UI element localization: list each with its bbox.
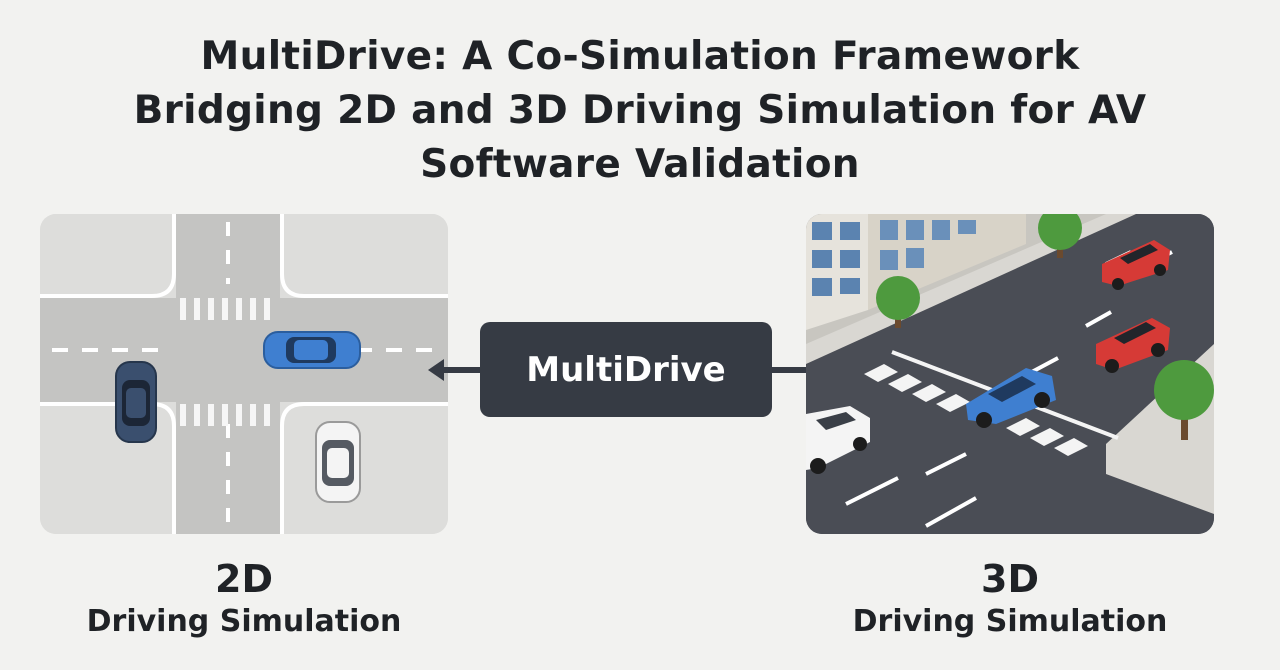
car-icon (806, 406, 870, 474)
2d-caption: 2D Driving Simulation (34, 556, 454, 642)
2d-heading: 2D (215, 557, 273, 601)
car-icon (315, 421, 361, 503)
car-icon (966, 368, 1056, 428)
title-line-1: MultiDrive: A Co-Simulation Framework (200, 34, 1080, 79)
3d-heading: 3D (981, 557, 1039, 601)
building-icon (806, 214, 868, 330)
crosswalk-top (180, 298, 270, 320)
2d-subheading: Driving Simulation (86, 604, 402, 639)
title-line-3: Software Validation (420, 142, 860, 187)
3d-caption: 3D Driving Simulation (800, 556, 1220, 642)
3d-subheading: Driving Simulation (852, 604, 1168, 639)
3d-simulation-panel (806, 214, 1214, 534)
multidrive-label: MultiDrive (526, 349, 726, 390)
crosswalk-bottom (180, 404, 270, 426)
car-icon (1102, 240, 1170, 290)
left-arrow-icon (428, 359, 482, 381)
3d-street-illustration (806, 214, 1214, 534)
tree-icon (1154, 360, 1214, 440)
tree-icon (1038, 214, 1082, 258)
car-icon (1096, 318, 1170, 373)
car-icon (263, 331, 361, 369)
title-line-2: Bridging 2D and 3D Driving Simulation fo… (133, 88, 1147, 133)
diagram-title: MultiDrive: A Co-Simulation Framework Br… (40, 30, 1240, 192)
tree-icon (876, 276, 920, 328)
multidrive-box: MultiDrive (480, 322, 772, 417)
2d-simulation-panel (40, 214, 448, 534)
crosswalk (864, 364, 1088, 456)
car-icon (115, 361, 157, 443)
2d-intersection-illustration (40, 214, 448, 534)
